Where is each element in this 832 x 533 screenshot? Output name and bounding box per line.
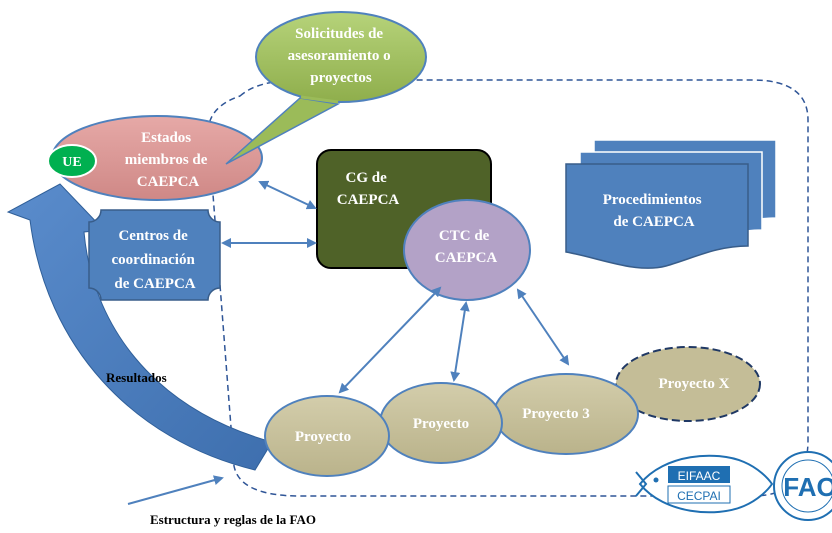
svg-text:Centros de coordinación: Centros de coordinación de CAEPCA — [111, 228, 198, 292]
member-states-label-line1: Estados — [141, 130, 191, 146]
eifaac-text: EIFAAC — [678, 469, 721, 483]
arrow-states-cg — [258, 180, 317, 210]
svg-text:CG de CAEPCA: CG de CAEPCA — [337, 170, 400, 208]
cg-label-line2: CAEPCA — [337, 192, 400, 208]
requests-label-line3: proyectos — [310, 70, 372, 86]
cecpai-text: CECPAI — [677, 489, 721, 503]
member-states-label-line3: CAEPCA — [137, 174, 200, 190]
coordination-centres-plaque — [88, 209, 221, 301]
ctc-label-line2: CAEPCA — [435, 250, 498, 266]
coordination-label-line1: Centros de — [118, 228, 188, 244]
fao-logo: FAO — [773, 451, 832, 521]
eu-badge — [47, 144, 97, 178]
coordination-label-line3: de CAEPCA — [114, 276, 195, 292]
eu-badge-label: UE — [62, 155, 81, 170]
procedures-label-line2: de CAEPCA — [613, 214, 694, 230]
project-x-ellipse — [615, 346, 761, 422]
arrow-ctc-project3 — [516, 288, 570, 366]
requests-label-line2: asesoramiento o — [288, 48, 391, 64]
cg-label-line1: CG de — [346, 170, 388, 186]
svg-text:Procedimientos de CAEPCA: Procedimientos de CAEPCA — [603, 192, 706, 230]
ctc-ellipse — [403, 199, 531, 301]
project-1-label: Proyecto — [295, 429, 351, 445]
results-label: Resultados — [106, 370, 167, 385]
procedures-documents: Procedimientos de CAEPCA — [565, 139, 777, 269]
member-states-label-line2: miembros de — [125, 152, 208, 168]
arrow-ctc-project1 — [338, 286, 442, 394]
project-3-label: Proyecto 3 — [522, 406, 590, 422]
fao-structure-label: Estructura y reglas de la FAO — [150, 512, 316, 527]
results-curved-arrow — [6, 183, 273, 471]
svg-text:CTC de CAEPCA: CTC de CAEPCA — [435, 228, 498, 266]
project-1-ellipse — [264, 395, 390, 477]
arrow-ctc-project2 — [450, 301, 470, 382]
svg-text:Solicitudes de asesoramien: Solicitudes de asesoramiento o proyectos — [288, 26, 395, 86]
requests-label-line1: Solicitudes de — [295, 26, 383, 42]
project-2-label: Proyecto — [413, 416, 469, 432]
svg-text:Estados miembros de CA: Estados miembros de CAEPCA — [125, 130, 211, 190]
procedures-label-line1: Procedimientos — [603, 192, 702, 208]
requests-bubble — [255, 11, 427, 103]
fao-letters: FAO — [783, 472, 832, 502]
project-x-label: Proyecto X — [659, 376, 730, 392]
coordination-label-line2: coordinación — [111, 252, 195, 268]
ctc-label-line1: CTC de — [439, 228, 490, 244]
eifaac-cecpai-logo: EIFAAC CECPAI — [635, 454, 774, 514]
fao-structure-arrow — [127, 475, 224, 505]
